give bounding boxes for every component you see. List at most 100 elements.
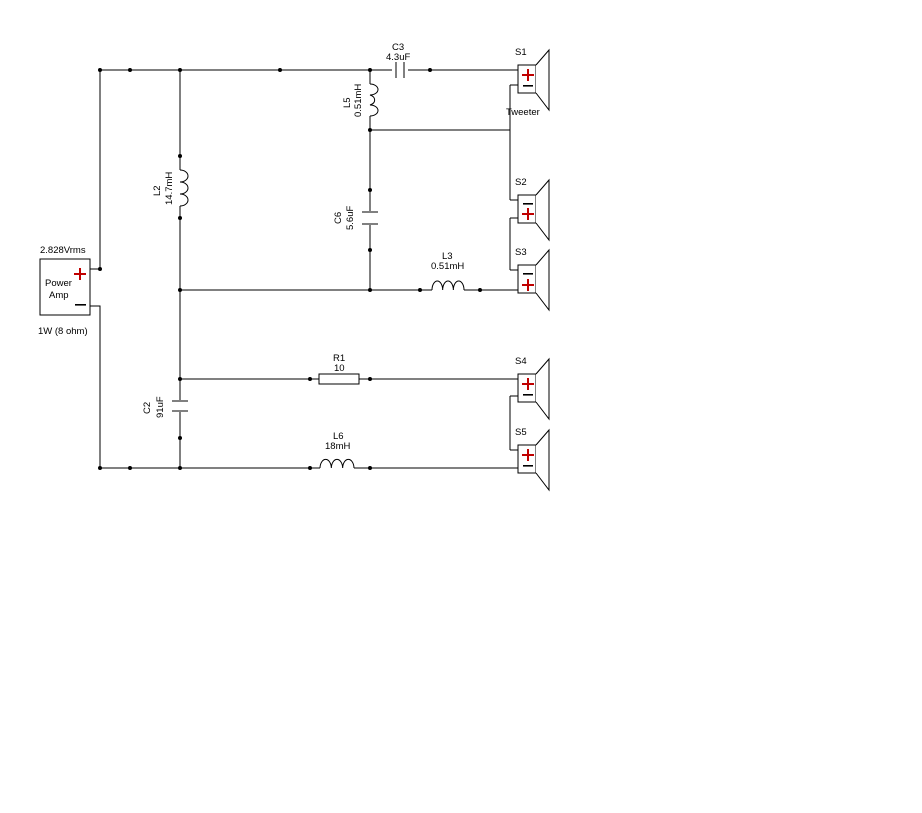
power-amp-box <box>39 258 91 316</box>
junction <box>178 288 182 292</box>
inductor-l3[interactable]: L3 0.51mH <box>431 251 465 291</box>
speaker-s4-ref: S4 <box>515 356 527 367</box>
minus-icon <box>523 273 533 275</box>
inductor-l6-ref: L6 <box>333 431 344 442</box>
capacitor-c6-plates <box>362 211 378 225</box>
speaker-s1[interactable]: S1 Tweeter <box>506 47 550 118</box>
capacitor-c2-plates <box>172 400 188 412</box>
speaker-s5-cone <box>535 428 550 492</box>
inductor-l2-value: 14.7mH <box>164 172 175 205</box>
inductor-l6-coil <box>319 458 355 469</box>
junction <box>98 267 102 271</box>
junction <box>178 216 182 220</box>
junction <box>368 466 372 470</box>
capacitor-c2[interactable]: C2 91uF <box>142 396 188 418</box>
plus-icon <box>522 69 534 81</box>
junction <box>278 68 282 72</box>
inductor-l3-coil <box>431 280 465 291</box>
plus-icon <box>522 208 534 220</box>
speaker-s5-leads <box>510 449 518 469</box>
speaker-s3[interactable]: S3 <box>510 247 550 312</box>
speaker-s2-ref: S2 <box>515 177 527 188</box>
junction <box>368 248 372 252</box>
junction <box>418 288 422 292</box>
junction <box>178 68 182 72</box>
speaker-s2-leads <box>510 199 518 219</box>
junction <box>128 68 132 72</box>
capacitor-c3-value: 4.3uF <box>386 52 410 63</box>
capacitor-c6[interactable]: C6 5.6uF <box>333 206 378 230</box>
junction <box>368 188 372 192</box>
speaker-s1-cone <box>535 48 550 112</box>
capacitor-c2-value: 91uF <box>155 396 166 418</box>
resistor-r1-body <box>318 373 360 385</box>
resistor-r1[interactable]: R1 10 <box>318 353 360 385</box>
speaker-s4[interactable]: S4 <box>510 356 550 421</box>
speaker-s2-cone <box>535 178 550 242</box>
speaker-s5-ref: S5 <box>515 427 527 438</box>
plus-icon <box>522 279 534 291</box>
inductor-l5-coil <box>369 83 379 117</box>
capacitor-c2-ref: C2 <box>142 402 153 414</box>
junction <box>368 288 372 292</box>
plus-icon <box>522 449 534 461</box>
source-name-line2: Amp <box>49 290 69 301</box>
speaker-s4-cone <box>535 357 550 421</box>
inductor-l6-value: 18mH <box>325 441 350 452</box>
plus-icon <box>522 378 534 390</box>
junction <box>128 466 132 470</box>
inductor-l6[interactable]: L6 18mH <box>319 431 355 469</box>
capacitor-c6-value: 5.6uF <box>345 206 356 230</box>
minus-icon <box>523 394 533 396</box>
plus-icon <box>74 268 86 280</box>
junction <box>368 68 372 72</box>
junction <box>428 68 432 72</box>
resistor-r1-value: 10 <box>334 363 345 374</box>
inductor-l2-coil <box>179 169 189 207</box>
speaker-s2[interactable]: S2 <box>510 177 550 242</box>
junction <box>178 154 182 158</box>
minus-icon <box>523 203 533 205</box>
speaker-s1-leads <box>510 69 518 86</box>
junction <box>178 377 182 381</box>
inductor-l3-value: 0.51mH <box>431 261 464 272</box>
speaker-s3-leads <box>510 269 518 291</box>
wires <box>90 69 511 469</box>
junction <box>98 68 102 72</box>
capacitor-c6-ref: C6 <box>333 212 344 224</box>
junction <box>308 466 312 470</box>
source-name-line1: Power <box>45 278 72 289</box>
junction <box>178 466 182 470</box>
junction <box>98 466 102 470</box>
junction <box>368 128 372 132</box>
junction <box>368 377 372 381</box>
inductor-l5-value: 0.51mH <box>353 84 364 117</box>
capacitor-c3[interactable]: C3 4.3uF <box>386 42 410 78</box>
speaker-s4-leads <box>510 378 518 397</box>
inductor-l2-ref: L2 <box>152 185 163 196</box>
minus-icon <box>523 465 533 467</box>
speaker-s5[interactable]: S5 <box>510 427 550 492</box>
minus-icon <box>75 304 86 306</box>
junction <box>178 436 182 440</box>
source-rating: 1W (8 ohm) <box>38 326 88 337</box>
junctions <box>98 68 482 470</box>
speaker-s3-ref: S3 <box>515 247 527 258</box>
capacitor-c3-ref: C3 <box>392 42 404 53</box>
wire-source-plus <box>90 70 101 270</box>
speaker-s1-ref: S1 <box>515 47 527 58</box>
speaker-s3-cone <box>535 248 550 312</box>
inductor-l5-ref: L5 <box>342 97 353 108</box>
inductor-l3-ref: L3 <box>442 251 453 262</box>
junction <box>308 377 312 381</box>
junction <box>478 288 482 292</box>
capacitor-c3-plates <box>395 62 405 78</box>
resistor-r1-ref: R1 <box>333 353 345 364</box>
inductor-l5[interactable]: L5 0.51mH <box>342 83 379 117</box>
power-amp-source[interactable]: 2.828Vrms Power Amp 1W (8 ohm) <box>38 245 91 337</box>
minus-icon <box>523 85 533 87</box>
speaker-s1-caption: Tweeter <box>506 107 540 118</box>
wire-source-minus <box>90 305 101 468</box>
inductor-l2[interactable]: L2 14.7mH <box>152 169 189 207</box>
